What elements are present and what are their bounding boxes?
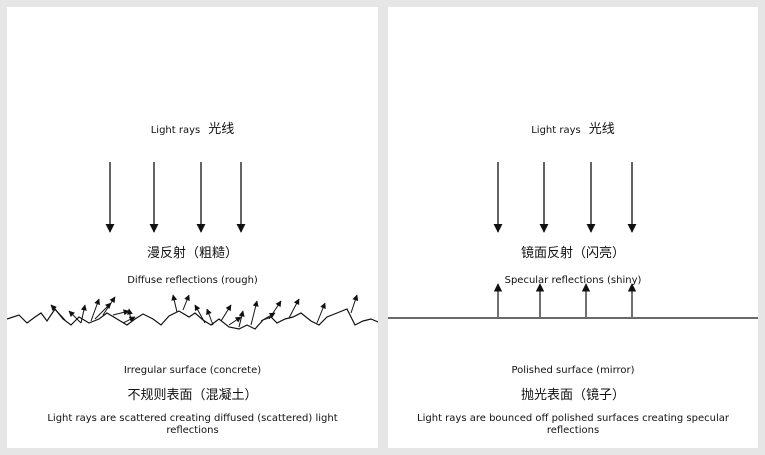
scattered-ray	[112, 309, 130, 316]
light-rays-en: Light rays	[531, 125, 581, 136]
light-rays-label: Light rays 光线	[7, 122, 378, 138]
light-rays-label: Light rays 光线	[388, 122, 758, 138]
scattered-ray	[250, 300, 259, 326]
light-rays-zh: 光线	[588, 122, 615, 137]
diffuse-title-zh: 漫反射（粗糙）	[146, 246, 238, 261]
specular-panel: Light rays 光线 镜面反射（闪亮） Specular reflectio…	[388, 7, 758, 448]
scattered-ray	[288, 298, 300, 319]
scattered-ray	[126, 308, 133, 322]
scattered-ray	[80, 304, 87, 324]
rough-surface	[7, 307, 378, 330]
diffuse-title-en: Diffuse reflections (rough)	[127, 275, 258, 286]
scattered-ray	[194, 304, 206, 324]
scattered-ray	[171, 294, 178, 313]
diffuse-caption: Light rays are scattered creating diffus…	[47, 413, 338, 436]
scattered-ray	[182, 294, 190, 311]
scattered-ray	[90, 298, 100, 322]
scattered-ray	[122, 316, 136, 324]
scattered-ray	[94, 302, 112, 320]
specular-title-en: Specular reflections (shiny)	[504, 275, 642, 286]
specular-caption: Light rays are bounced off polished surf…	[417, 413, 729, 436]
surface-label-en: Irregular surface (concrete)	[123, 365, 262, 376]
diffuse-diagram	[7, 162, 378, 330]
scattered-ray	[102, 296, 116, 316]
scattered-ray	[228, 316, 242, 326]
scattered-ray	[220, 304, 232, 322]
scattered-ray	[268, 300, 282, 320]
specular-title-zh: 镜面反射（闪亮）	[520, 246, 625, 261]
scattered-ray	[350, 294, 359, 314]
scattered-ray	[316, 302, 326, 324]
light-rays-en: Light rays	[150, 125, 201, 136]
scattered-ray	[260, 312, 276, 322]
light-rays-zh: 光线	[208, 122, 235, 137]
scattered-ray	[238, 310, 245, 328]
surface-label-en: Polished surface (mirror)	[511, 365, 635, 376]
scattered-ray	[206, 308, 214, 326]
scattered-ray	[50, 304, 66, 321]
diffuse-panel: Light rays 光线	[7, 7, 378, 448]
surface-label-zh: 不规则表面（混凝土）	[127, 388, 258, 403]
scattered-ray	[68, 310, 82, 324]
specular-diagram	[388, 162, 758, 319]
surface-label-zh: 抛光表面（镜子）	[520, 388, 625, 403]
